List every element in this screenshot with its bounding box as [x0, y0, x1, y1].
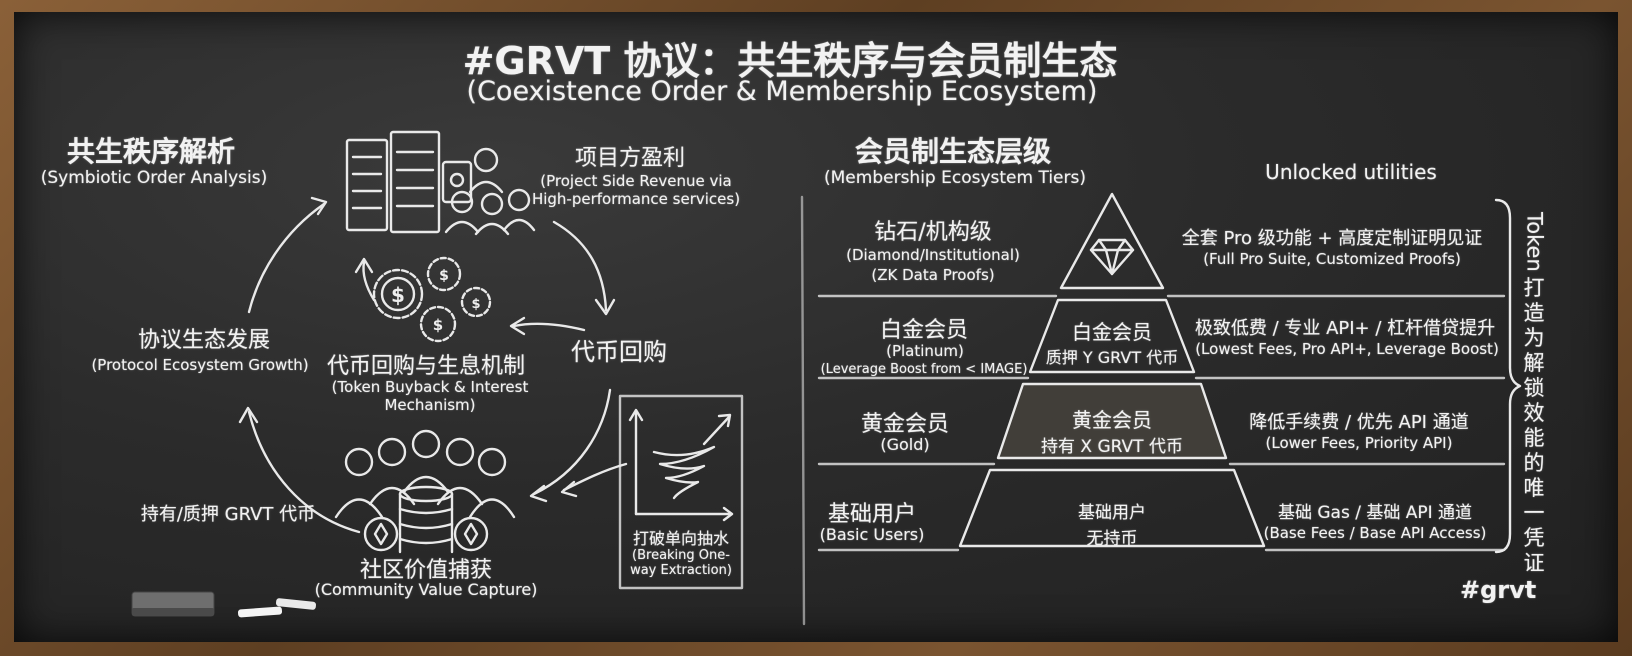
page-subtitle: (Coexistence Order & Membership Ecosyste…	[466, 76, 1098, 107]
tier-platinum-name-en2: (Leverage Boost from < IMAGE)	[820, 362, 1028, 377]
tier-gold-inner2: 持有 X GRVT 代币	[1041, 437, 1183, 457]
tier-diamond-utility-en: (Full Pro Suite, Customized Proofs)	[1203, 250, 1461, 268]
tier-basic-name: 基础用户	[827, 502, 917, 527]
diamond-icon	[1089, 238, 1135, 276]
pyramid-tier-diamond	[1059, 192, 1165, 290]
tier-gold-utility-en: (Lower Fees, Priority API)	[1265, 434, 1453, 452]
chalkboard: $ $ $ $	[14, 12, 1618, 642]
membership-pyramid	[817, 192, 1506, 552]
tier-gold-name: 黄金会员	[860, 412, 950, 437]
arrow-breaking-to-community	[562, 462, 628, 492]
svg-text:$: $	[471, 297, 480, 312]
tier-platinum-name: 白金会员	[879, 318, 969, 343]
gears-icon: $ $ $ $	[372, 256, 492, 343]
node-community-sub: (Community Value Capture)	[314, 580, 538, 599]
tier-platinum-inner: 白金会员	[1072, 320, 1152, 344]
side-label-text: Token 打造为解锁效能的唯一凭证	[1520, 212, 1548, 576]
svg-text:$: $	[433, 316, 443, 334]
tier-platinum-utility: 极致低费 / 专业 API+ / 杠杆借贷提升	[1194, 318, 1496, 339]
side-label-latin: Token	[1522, 212, 1547, 272]
tier-basic-inner: 基础用户	[1078, 503, 1146, 523]
tier-basic-utility-en: (Base Fees / Base API Access)	[1263, 524, 1487, 542]
hashtag: #grvt	[1460, 576, 1537, 604]
left-heading-en: (Symbiotic Order Analysis)	[40, 168, 268, 188]
node-breaking-sub: (Breaking One-way Extraction)	[630, 548, 732, 578]
left-heading: 共生秩序解析	[66, 135, 236, 168]
breaking-extraction-box	[618, 394, 744, 590]
svg-text:$: $	[439, 268, 449, 284]
node-project-revenue-sub: (Project Side Revenue via High-performan…	[531, 172, 741, 208]
pyramid-tier-gold	[996, 382, 1228, 460]
tier-platinum-utility-en: (Lowest Fees, Pro API+, Leverage Boost)	[1195, 340, 1499, 358]
utilities-brace	[1494, 198, 1522, 554]
tier-diamond-utility: 全套 Pro 级功能 + 高度定制证明见证	[1181, 228, 1483, 249]
node-protocol-growth: 协议生态发展	[137, 328, 271, 353]
eraser-and-chalk	[131, 591, 317, 618]
node-token-buyback: 代币回购	[571, 338, 667, 366]
svg-text:$: $	[391, 283, 405, 307]
side-label-cjk: 打造为解锁效能的唯一凭证	[1523, 275, 1545, 575]
node-breaking: 打破单向抽水	[632, 529, 730, 548]
chalk-drawings: $ $ $ $	[131, 130, 1522, 626]
side-label-vertical: Token 打造为解锁效能的唯一凭证	[1520, 212, 1548, 576]
node-mechanism-sub: (Token Buyback & Interest Mechanism)	[331, 378, 529, 414]
tier-diamond-name-en2: (ZK Data Proofs)	[871, 266, 995, 284]
arrow-growth-to-servers	[247, 202, 326, 314]
section-divider	[800, 195, 806, 626]
page-title: #GRVT 协议：共生秩序与会员制生态	[462, 39, 1118, 83]
tier-basic-utility: 基础 Gas / 基础 API 通道	[1277, 503, 1473, 523]
community-icon	[334, 429, 516, 554]
tier-platinum-inner2: 质押 Y GRVT 代币	[1045, 348, 1179, 367]
tier-diamond-name: 钻石/机构级	[874, 220, 992, 245]
cycle-arrows	[238, 196, 628, 534]
tier-gold-name-en: (Gold)	[880, 435, 930, 454]
tier-diamond-name-en: (Diamond/Institutional)	[846, 246, 1020, 264]
arrow-gears-to-servers	[362, 260, 376, 302]
arrow-buyback-to-community	[532, 388, 612, 496]
arrow-buyback-to-gears	[512, 322, 586, 332]
tier-gold-utility: 降低手续费 / 优先 API 通道	[1249, 412, 1469, 433]
right-heading-en: (Membership Ecosystem Tiers)	[824, 168, 1086, 188]
tier-platinum-name-en: (Platinum)	[886, 342, 964, 360]
right-heading: 会员制生态层级	[854, 135, 1052, 168]
tier-gold-inner: 黄金会员	[1072, 408, 1152, 432]
node-community: 社区价值捕获	[359, 558, 493, 583]
arrow-community-to-growth	[247, 410, 361, 534]
tier-basic-name-en: (Basic Users)	[819, 525, 925, 544]
tier-basic-inner2: 无持币	[1086, 529, 1138, 549]
node-mechanism: 代币回购与生息机制	[326, 354, 526, 379]
node-hold-stake: 持有/质押 GRVT 代币	[140, 504, 316, 525]
utilities-header: Unlocked utilities	[1265, 160, 1437, 184]
pyramid-tier-basic	[958, 468, 1266, 548]
node-protocol-growth-sub: (Protocol Ecosystem Growth)	[91, 356, 309, 374]
pyramid-tier-platinum	[1028, 298, 1196, 374]
node-project-revenue: 项目方盈利	[574, 146, 686, 171]
arrow-servers-to-buyback	[552, 220, 608, 312]
servers-people-icon	[345, 130, 536, 236]
